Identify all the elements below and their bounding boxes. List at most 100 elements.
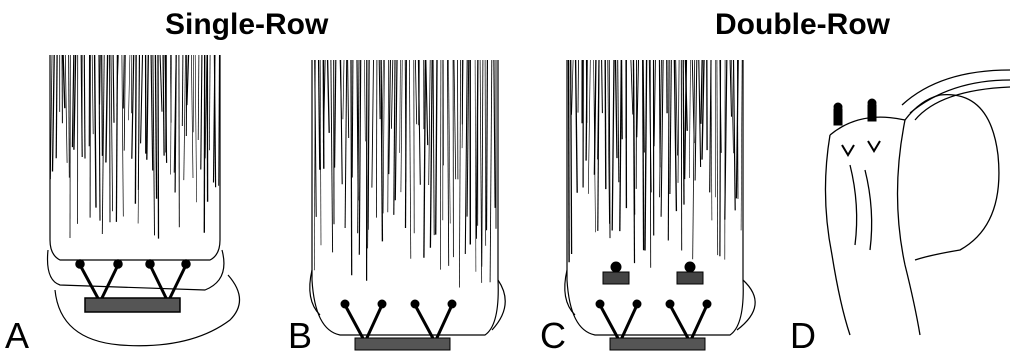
tendon-fiber [605, 60, 606, 189]
tendon-fiber [201, 55, 202, 170]
tendon-fiber [459, 60, 460, 288]
tendon-fiber [701, 60, 702, 124]
tendon-fiber [391, 60, 392, 129]
tendon-fiber [155, 55, 156, 199]
tendon-fiber [395, 60, 397, 200]
tendon-fiber [389, 60, 391, 174]
tendon-fiber [111, 55, 113, 211]
tendon-fiber [50, 55, 52, 179]
tendon-fiber [490, 60, 492, 282]
tendon-fiber [182, 55, 183, 126]
tendon-fiber [56, 55, 57, 158]
tendon-fiber [65, 55, 67, 163]
panel-label-b: B [288, 318, 312, 354]
tendon-fiber [571, 60, 572, 254]
tendon-fiber [730, 60, 731, 117]
tendon-fiber [685, 60, 687, 179]
tendon-fiber [113, 55, 114, 123]
tendon-fiber [153, 55, 155, 235]
panel-label-c: C [540, 318, 566, 354]
tendon-fiber [116, 55, 117, 222]
tendon-fiber [193, 55, 194, 132]
tendon-fiber [345, 60, 347, 228]
tendon-fiber [482, 60, 483, 267]
tendon-fiber [650, 60, 651, 268]
tendon-fiber [654, 60, 655, 146]
tendon-fiber [348, 60, 349, 138]
panel-c-illustration [565, 40, 775, 350]
tendon-fiber [358, 60, 359, 233]
tendon-fiber [429, 60, 431, 185]
tendon-fiber [616, 60, 618, 158]
tendon-fiber [494, 60, 495, 208]
tendon-fiber [695, 60, 697, 181]
tendon-fiber [359, 60, 360, 255]
tendon-fiber [129, 55, 130, 120]
tendon-fiber [123, 55, 124, 109]
tendon-fiber [319, 60, 320, 170]
tendon-fiber [433, 60, 434, 235]
tendon-fiber [572, 60, 574, 115]
tendon-fiber [436, 60, 437, 235]
tendon-fiber [63, 55, 65, 108]
tendon-fiber [480, 60, 482, 283]
tendon-fiber [135, 55, 136, 204]
tendon-fiber [612, 60, 614, 231]
tendon-fiber [618, 60, 619, 182]
tendon-fiber [683, 60, 684, 205]
tendon-fiber [645, 60, 647, 251]
tendon-fiber [331, 60, 333, 252]
tendon-fiber [184, 55, 186, 180]
tendon-fiber [668, 60, 669, 241]
tendon-fiber [328, 60, 330, 133]
tendon-fiber [219, 55, 220, 186]
tendon-fiber [415, 60, 416, 124]
tendon-fiber [602, 60, 603, 113]
tendon-fiber [717, 60, 718, 255]
tendon-fiber [198, 55, 199, 140]
tendon-fiber [160, 55, 162, 112]
panel-label-d: D [790, 318, 816, 354]
tendon-fiber [569, 60, 570, 262]
panel-label-a: A [5, 318, 29, 354]
tendon-fiber [379, 60, 380, 119]
tendon-fiber [343, 60, 344, 119]
tendon-fiber [151, 55, 153, 171]
tendon-fiber [487, 60, 488, 230]
tendon-fiber [578, 60, 579, 113]
tendon-fiber [400, 60, 401, 153]
tendon-fiber [594, 60, 596, 175]
tendon-fiber [205, 55, 207, 158]
tendon-fiber [53, 55, 55, 172]
tendon-fiber [720, 60, 721, 256]
single-row-title: Single-Row [165, 8, 328, 42]
tendon-fiber [448, 60, 449, 266]
tendon-fiber [637, 60, 639, 137]
tendon-fiber [102, 55, 103, 156]
panel-b-illustration [310, 40, 520, 350]
tendon-fiber [485, 60, 486, 246]
tendon-fiber [147, 55, 149, 160]
tendon-fiber [214, 55, 215, 183]
tendon-fiber [175, 55, 176, 193]
tendon-fiber [163, 55, 164, 156]
tendon-fiber [141, 55, 143, 143]
tendon-fiber [132, 55, 134, 159]
tendon-fiber [734, 60, 736, 210]
tendon-fiber [598, 60, 599, 231]
tendon-fiber [365, 60, 366, 141]
tendon-fiber [100, 55, 101, 105]
tendon-fiber [195, 55, 196, 202]
tendon-fiber [122, 55, 123, 217]
tendon-fiber [741, 60, 742, 230]
panel-d-illustration [820, 75, 1010, 335]
tendon-fiber [440, 60, 441, 270]
tendon-fiber [711, 60, 712, 220]
tendon-fiber [69, 55, 70, 178]
tendon-fiber [622, 60, 623, 139]
tendon-fiber [454, 60, 456, 179]
tendon-fiber [92, 55, 93, 134]
tendon-fiber [335, 60, 336, 168]
tendon-fiber [388, 60, 389, 212]
